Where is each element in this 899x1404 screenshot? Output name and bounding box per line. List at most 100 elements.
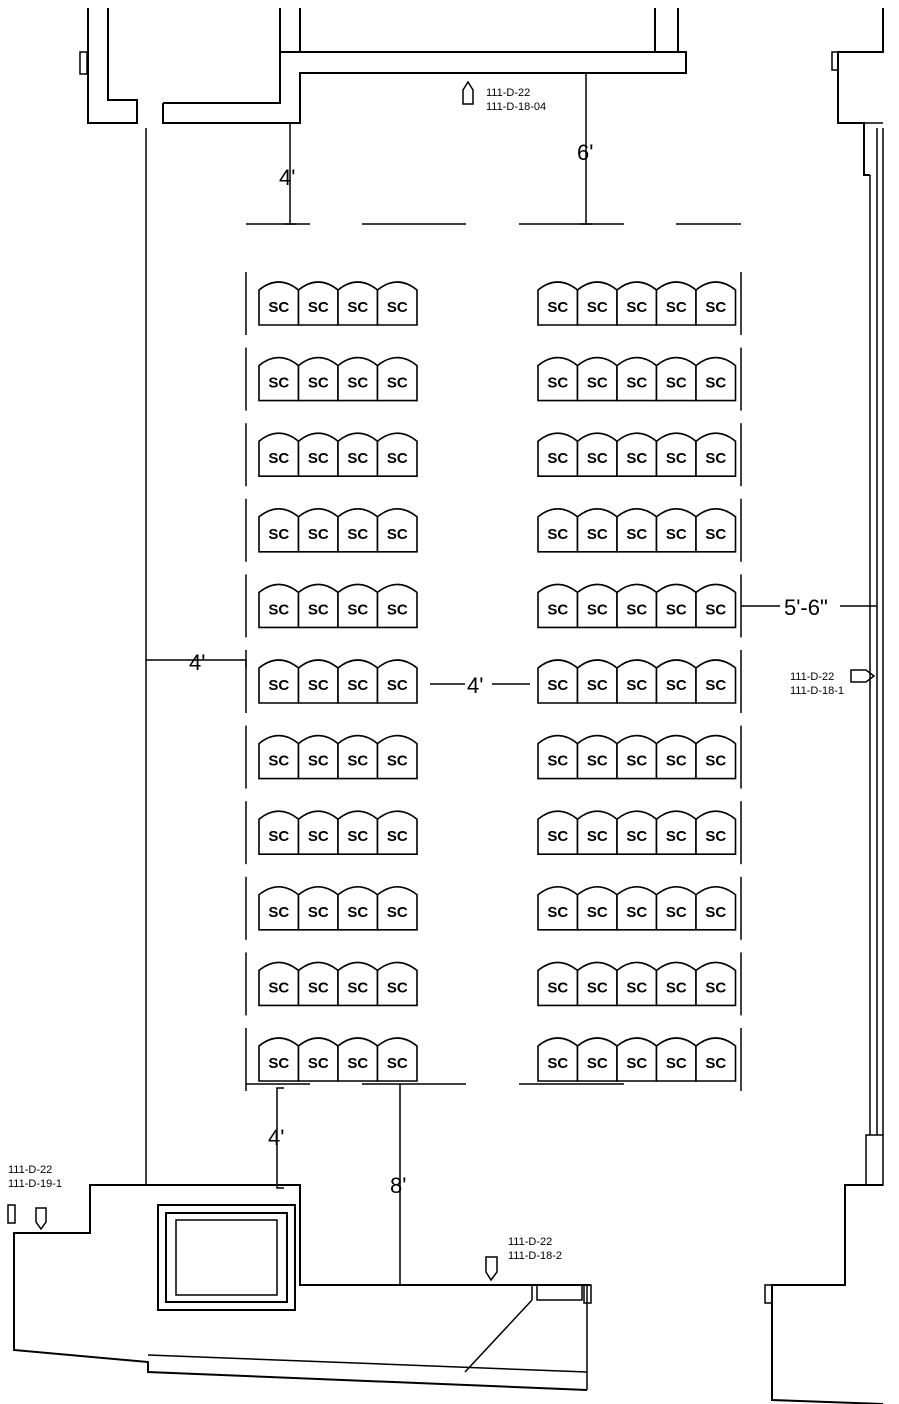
chair-label: SC — [268, 753, 289, 770]
chair-right-r10-c5: SC — [695, 961, 737, 1007]
chair-label: SC — [587, 375, 608, 392]
chair-outline — [695, 810, 737, 855]
section-marker-right-icon — [850, 669, 876, 683]
chair-outline — [695, 886, 737, 931]
chair-right-r2-c1: SC — [537, 356, 579, 402]
podium-inner — [175, 1219, 278, 1296]
wall-right-door-frame — [865, 1134, 884, 1186]
chair-left-r1-c2: SC — [297, 281, 339, 326]
chair-right-r10-c3: SC — [616, 961, 658, 1007]
chair-label: SC — [347, 904, 368, 921]
chair-right-r2-c2: SC — [576, 356, 618, 402]
chair-label: SC — [547, 526, 568, 543]
chair-label: SC — [347, 601, 368, 618]
chair-right-r7-c5: SC — [695, 734, 737, 780]
chair-right-r2-c4: SC — [655, 356, 697, 402]
chair-label: SC — [626, 299, 647, 316]
chair-left-r7-c1: SC — [258, 734, 300, 780]
chair-label: SC — [666, 677, 687, 694]
wall-top-right-column — [837, 8, 884, 176]
chair-left-r9-c1: SC — [258, 886, 300, 931]
ref-top-line2: 111-D-18-04 — [486, 101, 546, 113]
chair-label: SC — [626, 753, 647, 770]
chair-label: SC — [387, 1055, 408, 1072]
chair-label: SC — [387, 828, 408, 845]
chair-right-r11-c5: SC — [695, 1037, 737, 1082]
chair-label: SC — [587, 299, 608, 316]
chair-label: SC — [547, 828, 568, 845]
chair-left-r7-c3: SC — [337, 734, 379, 780]
chair-right-r6-c1: SC — [537, 659, 579, 704]
dim-label-top-right: 6' — [577, 140, 593, 165]
chair-label: SC — [387, 753, 408, 770]
chair-outline — [376, 659, 418, 704]
chair-label: SC — [268, 677, 289, 694]
chair-label: SC — [308, 375, 329, 392]
chair-label: SC — [705, 904, 726, 921]
chair-right-r6-c3: SC — [616, 659, 658, 704]
chair-right-r4-c2: SC — [576, 508, 618, 553]
chair-outline — [695, 659, 737, 704]
chair-label: SC — [705, 375, 726, 392]
chair-label: SC — [547, 904, 568, 921]
chair-label: SC — [268, 904, 289, 921]
chair-left-r3-c2: SC — [297, 432, 339, 477]
chair-label: SC — [347, 828, 368, 845]
ref-bottom-center-line1: 111-D-22 — [508, 1236, 552, 1248]
chair-label: SC — [626, 1055, 647, 1072]
podium-outer — [157, 1204, 296, 1311]
chair-left-r9-c2: SC — [297, 886, 339, 931]
chair-right-r3-c3: SC — [616, 432, 658, 477]
chair-left-r6-c1: SC — [258, 659, 300, 704]
chair-label: SC — [666, 526, 687, 543]
wall-bottom-left — [13, 1184, 588, 1391]
chair-left-r9-c3: SC — [337, 886, 379, 931]
chair-outline — [695, 961, 737, 1007]
chair-right-r5-c4: SC — [655, 583, 697, 629]
chair-label: SC — [705, 299, 726, 316]
chair-outline — [376, 810, 418, 855]
chair-outline — [376, 734, 418, 780]
wall-bottom-stage-top — [146, 1184, 590, 1286]
chair-label: SC — [705, 753, 726, 770]
podium-mid — [165, 1212, 288, 1303]
section-marker-bottom-left-icon — [35, 1207, 47, 1231]
chair-label: SC — [268, 601, 289, 618]
chair-right-r9-c5: SC — [695, 886, 737, 931]
chair-left-r8-c1: SC — [258, 810, 300, 855]
dim-label-left-aisle: 4' — [189, 650, 205, 675]
chair-label: SC — [666, 1055, 687, 1072]
chair-right-r7-c3: SC — [616, 734, 658, 780]
chair-label: SC — [308, 450, 329, 467]
wall-bottom-diagonal — [464, 1299, 533, 1373]
chair-label: SC — [705, 1055, 726, 1072]
chair-label: SC — [666, 904, 687, 921]
chair-label: SC — [268, 450, 289, 467]
chair-outline — [695, 583, 737, 629]
chair-left-r2-c4: SC — [376, 356, 418, 402]
chair-label: SC — [626, 904, 647, 921]
dim-label-bottom-center: 8' — [390, 1173, 406, 1198]
chair-left-r11-c2: SC — [297, 1037, 339, 1082]
chair-right-r3-c2: SC — [576, 432, 618, 477]
chair-right-r10-c2: SC — [576, 961, 618, 1007]
ref-top-line1: 111-D-22 — [486, 87, 530, 99]
chair-right-r3-c1: SC — [537, 432, 579, 477]
chair-right-r6-c4: SC — [655, 659, 697, 704]
chair-label: SC — [308, 1055, 329, 1072]
chair-left-r1-c3: SC — [337, 281, 379, 326]
chair-right-r9-c2: SC — [576, 886, 618, 931]
chair-left-r7-c2: SC — [297, 734, 339, 780]
chair-right-r11-c3: SC — [616, 1037, 658, 1082]
chair-outline — [695, 734, 737, 780]
ref-right-line2: 111-D-18-1 — [790, 685, 844, 697]
ref-bottom-center-line2: 111-D-18-2 — [508, 1250, 562, 1262]
chair-left-r8-c4: SC — [376, 810, 418, 855]
chair-label: SC — [308, 753, 329, 770]
chair-left-r1-c1: SC — [258, 281, 300, 326]
chair-label: SC — [587, 979, 608, 996]
chair-outline — [695, 281, 737, 326]
chair-left-r9-c4: SC — [376, 886, 418, 931]
chair-label: SC — [308, 828, 329, 845]
chair-label: SC — [347, 299, 368, 316]
